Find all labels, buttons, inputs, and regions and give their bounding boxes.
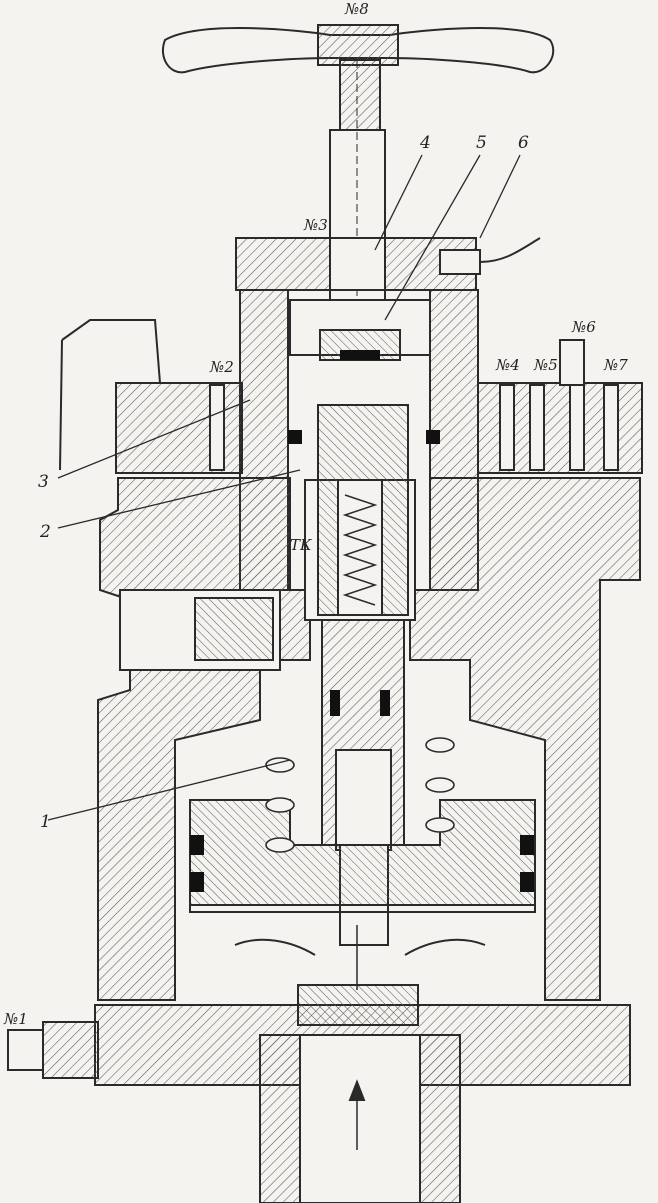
label-chamber-tk: ТК bbox=[290, 536, 312, 554]
handle bbox=[162, 24, 555, 74]
label-port-4: №4 bbox=[496, 356, 520, 374]
label-part-4: 4 bbox=[420, 133, 431, 153]
side-block-left bbox=[59, 319, 243, 474]
label-part-2: 2 bbox=[40, 522, 51, 542]
leader-lines bbox=[47, 154, 521, 821]
label-port-5: №5 bbox=[534, 356, 558, 374]
seals bbox=[190, 350, 534, 892]
outlet-pipe bbox=[259, 1034, 461, 1203]
label-part-6: 6 bbox=[518, 133, 529, 153]
label-port-6: №6 bbox=[572, 318, 596, 336]
label-port-7: №7 bbox=[604, 356, 628, 374]
side-block-right bbox=[477, 339, 643, 474]
label-port-1: №1 bbox=[4, 1010, 28, 1028]
upper-cap bbox=[235, 237, 541, 291]
label-port-2: №2 bbox=[210, 358, 234, 376]
springs-outer bbox=[265, 737, 455, 853]
label-part-1: 1 bbox=[40, 812, 51, 832]
label-part-3: 3 bbox=[38, 472, 49, 492]
label-port-3: №3 bbox=[304, 216, 328, 234]
inlet-fitting-left bbox=[7, 1021, 99, 1079]
label-part-5: 5 bbox=[476, 133, 487, 153]
label-port-8: №8 bbox=[345, 0, 369, 18]
